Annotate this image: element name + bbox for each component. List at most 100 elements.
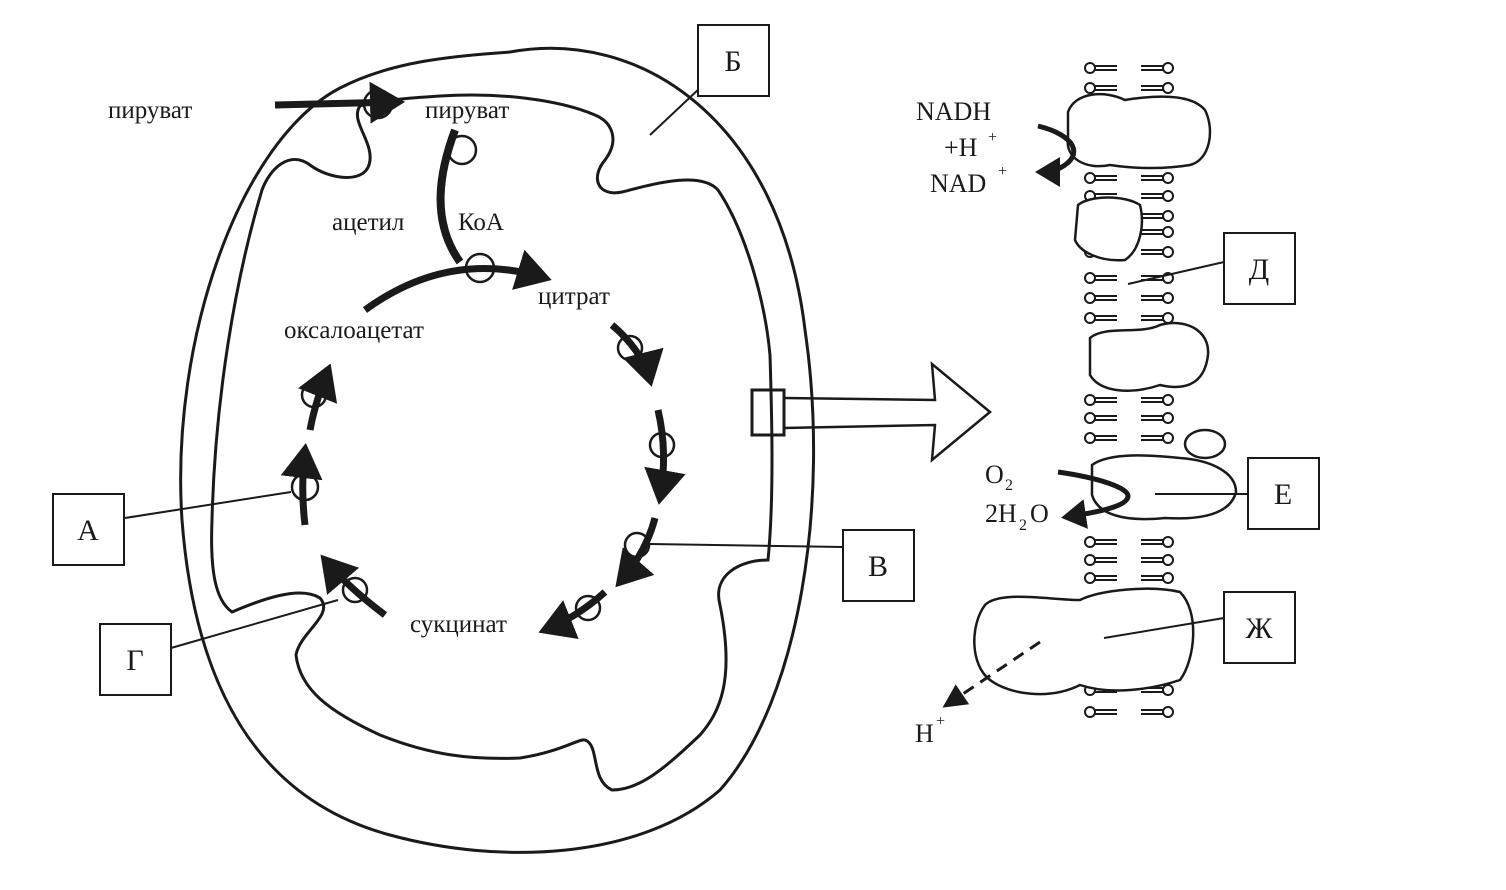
label-nad-sup: +	[998, 163, 1007, 180]
phospholipid	[1141, 572, 1174, 584]
phospholipid	[1084, 292, 1117, 304]
citrate-synthesis-arrow	[362, 249, 552, 313]
nadh-oxidation-arrow	[1035, 123, 1077, 187]
enzyme-succinyl	[574, 594, 602, 622]
leader-b	[649, 87, 701, 136]
callout-b: Б	[724, 45, 741, 78]
label-proton-sup: +	[936, 713, 945, 730]
phospholipid	[1084, 554, 1117, 566]
phospholipid	[1084, 412, 1117, 424]
label-coa: КоА	[458, 209, 504, 236]
label-nad: NAD	[930, 169, 986, 198]
callout-e: Е	[1274, 478, 1292, 511]
callout-box-a	[52, 493, 125, 566]
phospholipid	[1084, 706, 1117, 718]
complex-2	[1073, 196, 1144, 262]
label-o2-sub: 2	[1005, 477, 1013, 494]
phospholipid	[1084, 394, 1117, 406]
complex-1	[1066, 92, 1212, 170]
leader-v	[649, 543, 844, 548]
phospholipid	[1141, 82, 1174, 94]
pyruvate-transporter	[362, 88, 394, 120]
phospholipid	[1084, 62, 1117, 74]
phospholipid	[1141, 62, 1174, 74]
oxygen-reduction-arrow	[1057, 469, 1131, 529]
label-nadh: NADH	[916, 97, 991, 126]
zoom-arrow	[783, 361, 992, 463]
label-water-o: O	[1030, 499, 1049, 528]
enzyme-aconitase	[616, 334, 644, 362]
label-pyruvate-outside: пируват	[108, 97, 192, 124]
krebs-right-arc-1	[609, 322, 664, 387]
krebs-bottom-arc	[538, 589, 608, 640]
callout-box-g	[99, 623, 172, 696]
phospholipid	[1084, 536, 1117, 548]
callout-zh: Ж	[1246, 612, 1273, 645]
label-proton: H	[915, 719, 934, 748]
pyruvate-dehydrogenase	[446, 134, 478, 166]
callout-d: Д	[1249, 253, 1269, 286]
enzyme-g	[341, 576, 369, 604]
phospholipid	[1141, 394, 1174, 406]
enzyme-a	[290, 472, 320, 502]
cytochrome-c	[1183, 428, 1227, 460]
zoom-region-box	[750, 388, 786, 437]
phospholipid	[1141, 536, 1174, 548]
phospholipid	[1141, 190, 1174, 202]
phospholipid	[1084, 432, 1117, 444]
label-pyruvate-inside: пируват	[425, 97, 509, 124]
phospholipid	[1141, 432, 1174, 444]
phospholipid	[1141, 312, 1174, 324]
label-o2: O	[985, 460, 1004, 489]
krebs-left-arc-2	[280, 443, 323, 526]
phospholipid	[1141, 706, 1174, 718]
phospholipid	[1084, 572, 1117, 584]
label-oxaloacetate: оксалоацетат	[284, 317, 424, 344]
label-water: 2H	[985, 499, 1017, 528]
leader-a	[124, 491, 292, 519]
phospholipid	[1141, 210, 1174, 222]
callout-box-d	[1223, 232, 1296, 305]
phospholipid	[1141, 292, 1174, 304]
phospholipid	[1141, 172, 1174, 184]
label-h-plus-top-sup: +	[988, 129, 997, 146]
complex-4	[1090, 454, 1238, 521]
callout-v: В	[868, 550, 888, 583]
krebs-left-arc-3	[298, 363, 338, 431]
callout-box-e	[1247, 457, 1320, 530]
phospholipid	[1141, 246, 1174, 258]
label-h-plus-top: +H	[944, 133, 978, 162]
enzyme-malate-dh	[300, 381, 328, 409]
outer-membrane	[179, 46, 816, 854]
complex-3	[1088, 321, 1210, 392]
leader-d	[1127, 261, 1225, 285]
phospholipid	[1141, 412, 1174, 424]
phospholipid	[1084, 272, 1117, 284]
callout-box-v	[842, 529, 915, 602]
pyruvate-to-acetylcoa-arrow	[436, 128, 464, 265]
phospholipid	[1141, 226, 1174, 238]
label-acetyl: ацетил	[332, 209, 404, 236]
leader-g	[170, 599, 339, 649]
enzyme-b	[623, 531, 651, 559]
krebs-left-arc-1	[320, 554, 388, 618]
callout-g: Г	[126, 644, 143, 677]
label-citrate: цитрат	[538, 283, 610, 310]
atp-synthase	[973, 587, 1195, 696]
pyruvate-import-arrow	[274, 81, 405, 124]
callout-a: А	[77, 514, 99, 547]
krebs-right-arc-3	[615, 517, 659, 588]
enzyme-isocitrate-dh	[648, 431, 676, 459]
label-water-sub: 2	[1019, 517, 1027, 534]
phospholipid	[1084, 82, 1117, 94]
callout-box-b	[697, 24, 770, 97]
citrate-synthase	[464, 252, 496, 284]
label-succinate: сукцинат	[410, 611, 507, 638]
krebs-right-arc-2	[644, 409, 686, 505]
inner-membrane	[210, 93, 774, 792]
leader-zh	[1103, 617, 1225, 639]
phospholipid	[1141, 554, 1174, 566]
callout-box-zh	[1223, 591, 1296, 664]
